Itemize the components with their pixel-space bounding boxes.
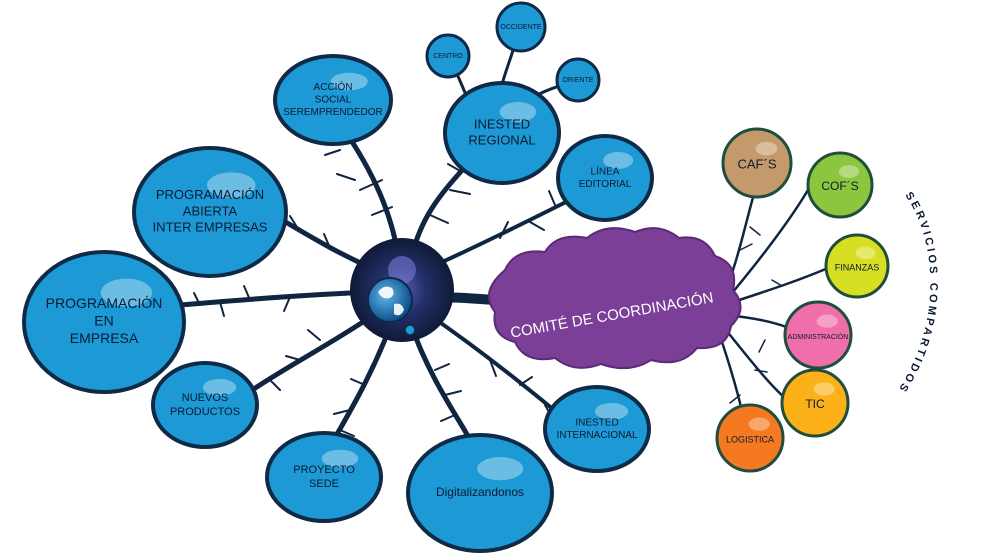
- bubble-label: ORIENTE: [562, 77, 593, 84]
- bubble-label: PROGRAMACIÓN: [156, 187, 264, 202]
- bubble-gloss: [838, 165, 860, 178]
- bubble-label: EDITORIAL: [579, 179, 632, 190]
- bubble-shape: [425, 33, 471, 79]
- bubble-proyecto-sede: PROYECTO SEDE: [265, 431, 383, 523]
- bubble-gloss: [748, 417, 770, 431]
- service-shape: [780, 368, 850, 438]
- service-shape: [806, 151, 874, 219]
- service-finanzas: FINANZAS: [824, 233, 890, 299]
- bubble-shape: [555, 57, 601, 103]
- service-label: LOGISTICA: [726, 434, 774, 444]
- bubble-label: CENTRO: [433, 53, 463, 60]
- bubble-label: ABIERTA: [183, 203, 238, 218]
- service-label: CAF´S: [738, 156, 777, 171]
- bubble-shape: [495, 1, 547, 53]
- bubble-linea-editorial: LÍNEA EDITORIAL: [556, 134, 654, 222]
- service-tic: TIC: [780, 368, 850, 438]
- bubble-gloss: [499, 102, 537, 122]
- coordination-cloud: COMITÉ DE COORDINACIÓN: [487, 227, 742, 370]
- bubble-label: PROGRAMACIÓN: [46, 295, 163, 311]
- bubble-shape: [265, 431, 383, 523]
- service-shape: [715, 403, 785, 473]
- bubble-label: SOCIAL: [315, 95, 352, 106]
- bubble-label: Digitalizandonos: [436, 485, 524, 499]
- bubble-digitalizandonos: Digitalizandonos: [406, 433, 554, 553]
- service-label: TIC: [805, 397, 825, 411]
- bubble-occidente: OCCIDENTE: [495, 1, 547, 53]
- bubble-shape: [543, 385, 651, 473]
- services-layer: CAF´S COF´S FINANZAS ADMINISTRACIÓN TIC LOGIS…: [715, 127, 890, 473]
- bubble-shape: [22, 250, 186, 394]
- bubble-shape: [443, 81, 561, 185]
- bubble-gloss: [477, 457, 524, 481]
- bubble-shape: [151, 361, 259, 449]
- bubble-gloss: [202, 378, 237, 396]
- service-label: COF´S: [821, 179, 858, 193]
- bubble-gloss: [813, 382, 835, 396]
- bubble-nuevos-productos: NUEVOS PRODUCTOS: [151, 361, 259, 449]
- bubble-shape: [406, 433, 554, 553]
- service-cofs: COF´S: [806, 151, 874, 219]
- neuron-soma-core: [388, 256, 416, 284]
- service-label: FINANZAS: [835, 262, 880, 272]
- bubble-oriente: ORIENTE: [555, 57, 601, 103]
- bubble-gloss: [594, 402, 629, 420]
- bubble-gloss: [755, 141, 778, 156]
- bubble-gloss: [100, 278, 152, 307]
- bubble-label: LÍNEA: [591, 164, 620, 177]
- bubble-label: EMPRESA: [70, 330, 139, 346]
- bubble-shape: [273, 54, 393, 146]
- bubble-label: PROYECTO: [293, 464, 355, 476]
- bubble-gloss: [603, 151, 634, 169]
- globe-icon: [367, 277, 416, 336]
- service-administracion: ADMINISTRACIÓN: [783, 300, 853, 370]
- bubble-gloss: [206, 172, 256, 198]
- bubble-label: SEREMPRENDEDOR: [283, 107, 382, 118]
- service-cafs: CAF´S: [721, 127, 793, 199]
- service-shape: [824, 233, 890, 299]
- service-label: ADMINISTRACIÓN: [788, 332, 849, 341]
- bubble-label: SEDE: [309, 478, 339, 490]
- bubble-label: EN: [94, 313, 113, 329]
- bubble-label: PRODUCTOS: [170, 406, 240, 418]
- bubble-label: INESTED: [474, 116, 530, 131]
- bubble-gloss: [330, 72, 368, 91]
- bubble-shape: [556, 134, 654, 222]
- bubble-centro: CENTRO: [425, 33, 471, 79]
- bubble-label: INTER EMPRESAS: [153, 220, 268, 235]
- bubble-label: ACCIÓN: [314, 80, 353, 93]
- service-logistica: LOGISTICA: [715, 403, 785, 473]
- bubble-label: INESTED: [575, 417, 618, 428]
- services-title: SERVICIOS COMPARTIDOS: [895, 190, 939, 396]
- bubble-inested-regional: INESTED REGIONAL: [443, 81, 561, 185]
- bubble-label: NUEVOS: [182, 392, 228, 404]
- bubble-gloss: [321, 449, 359, 468]
- services-title-text: SERVICIOS COMPARTIDOS: [895, 190, 936, 396]
- bubble-label: OCCIDENTE: [500, 24, 542, 31]
- bubble-label: REGIONAL: [468, 133, 535, 148]
- bubble-label: INTERNACIONAL: [556, 430, 638, 441]
- bubble-shape: [132, 146, 288, 278]
- bubble-inested-internacional: INESTED INTERNACIONAL: [543, 385, 651, 473]
- service-shape: [721, 127, 793, 199]
- bubble-gloss: [816, 314, 838, 328]
- bubbles-layer: ACCIÓNSOCIALSEREMPRENDEDORPROGRAMACIÓNAB…: [22, 1, 654, 553]
- bubble-gloss: [855, 246, 876, 260]
- service-shape: [783, 300, 853, 370]
